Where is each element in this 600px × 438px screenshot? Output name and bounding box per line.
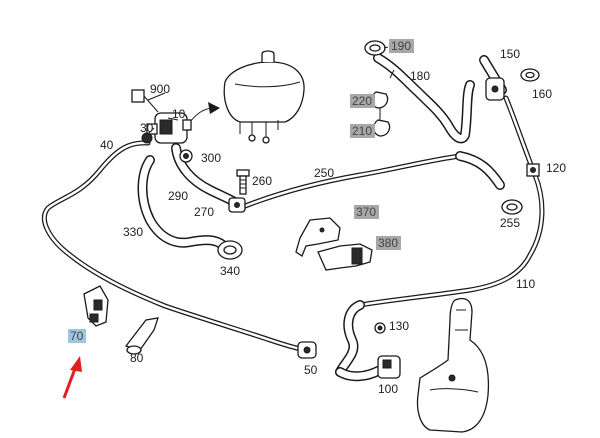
connector-150 <box>485 77 505 101</box>
clamp-340 <box>217 240 243 260</box>
callout-number-150: 150 <box>500 47 520 61</box>
callout-290: 290 <box>168 189 188 203</box>
callout-highlight-190 <box>389 39 414 53</box>
callout-number-100: 100 <box>378 382 398 396</box>
callout-number-340: 340 <box>220 264 240 278</box>
clamp-30 <box>141 132 153 144</box>
callout-number-900: 900 <box>150 82 170 96</box>
callout-number-250: 250 <box>314 166 334 180</box>
callout-highlight-210 <box>350 124 375 138</box>
hose-100 <box>335 365 385 382</box>
cable-tie-80 <box>124 317 159 355</box>
line-110 <box>335 95 545 377</box>
callout-labels: 10 30 40 50 70 80 100 110 120 130 150 160 180 190 210 2… <box>68 39 566 396</box>
callout-10: 10 <box>172 107 186 121</box>
connector-900 <box>131 89 159 113</box>
callout-370: 370 <box>354 205 379 219</box>
callout-270: 270 <box>194 205 214 219</box>
callout-number-220: 220 <box>352 94 372 108</box>
clamp-160 <box>520 68 540 82</box>
callout-highlight-370 <box>354 205 379 219</box>
callout-number-255: 255 <box>500 216 520 230</box>
washer-reservoir <box>416 297 490 433</box>
callout-210: 210 <box>350 124 375 138</box>
callout-100: 100 <box>378 382 398 396</box>
callout-80: 80 <box>130 351 144 365</box>
callout-number-70: 70 <box>70 329 84 343</box>
callout-40: 40 <box>100 138 114 152</box>
callout-number-190: 190 <box>391 39 411 53</box>
callout-30: 30 <box>140 121 154 135</box>
callout-number-120: 120 <box>546 161 566 175</box>
callout-number-180: 180 <box>410 69 430 83</box>
hose-180 <box>373 53 475 144</box>
callout-50: 50 <box>304 363 318 377</box>
callout-number-270: 270 <box>194 205 214 219</box>
callout-number-160: 160 <box>532 87 552 101</box>
callout-number-260: 260 <box>252 174 272 188</box>
callout-340: 340 <box>220 264 240 278</box>
clamp-190 <box>364 40 386 56</box>
callout-255: 255 <box>500 216 520 230</box>
callout-number-50: 50 <box>304 363 318 377</box>
callout-number-130: 130 <box>389 319 409 333</box>
clamp-210 <box>373 108 391 137</box>
hose-330 <box>137 155 233 255</box>
callout-highlight-380 <box>376 236 401 250</box>
callout-number-290: 290 <box>168 189 188 203</box>
callout-120: 120 <box>546 161 566 175</box>
clamp-255 <box>501 199 523 215</box>
pump-10 <box>146 112 192 144</box>
callout-150: 150 <box>500 47 520 61</box>
callout-number-80: 80 <box>130 351 144 365</box>
callout-110: 110 <box>516 277 535 291</box>
expansion-tank <box>223 50 305 144</box>
clamp-270 <box>228 197 246 213</box>
bolt-260 <box>236 169 250 195</box>
callout-130: 130 <box>389 319 409 333</box>
callout-190: 190 <box>389 39 414 53</box>
callout-number-300: 300 <box>201 151 221 165</box>
arrow-10-to-tank <box>189 102 220 123</box>
callout-300: 300 <box>201 151 221 165</box>
bracket-380 <box>317 243 373 271</box>
hose-40 <box>41 140 308 353</box>
callout-number-330: 330 <box>123 225 143 239</box>
callout-number-30: 30 <box>140 121 154 135</box>
callout-180: 180 <box>410 69 430 83</box>
callout-380: 380 <box>376 236 401 250</box>
bracket-370 <box>295 217 341 257</box>
clamp-300 <box>179 149 193 163</box>
callout-number-370: 370 <box>356 205 376 219</box>
clamp-50 <box>297 341 317 359</box>
callout-220: 220 <box>350 94 375 108</box>
callout-highlight-220 <box>350 94 375 108</box>
callout-70: 70 <box>68 329 86 343</box>
callout-number-210: 210 <box>352 124 372 138</box>
callout-160: 160 <box>532 87 552 101</box>
callout-250: 250 <box>314 166 334 180</box>
callout-number-40: 40 <box>100 138 114 152</box>
callout-highlight-70 <box>68 329 86 343</box>
bracket-70 <box>83 285 109 327</box>
callout-number-110: 110 <box>516 277 535 291</box>
pump-100 <box>377 355 401 379</box>
callout-900: 900 <box>150 82 170 96</box>
callout-260: 260 <box>252 174 272 188</box>
red-pointer-arrow <box>62 356 82 399</box>
line-250 <box>237 151 505 211</box>
callout-number-380: 380 <box>378 236 398 250</box>
leader-lines <box>147 46 395 135</box>
callout-number-10: 10 <box>172 107 186 121</box>
callout-330: 330 <box>123 225 143 239</box>
bolt-130 <box>374 322 386 334</box>
connector-120 <box>526 163 540 177</box>
